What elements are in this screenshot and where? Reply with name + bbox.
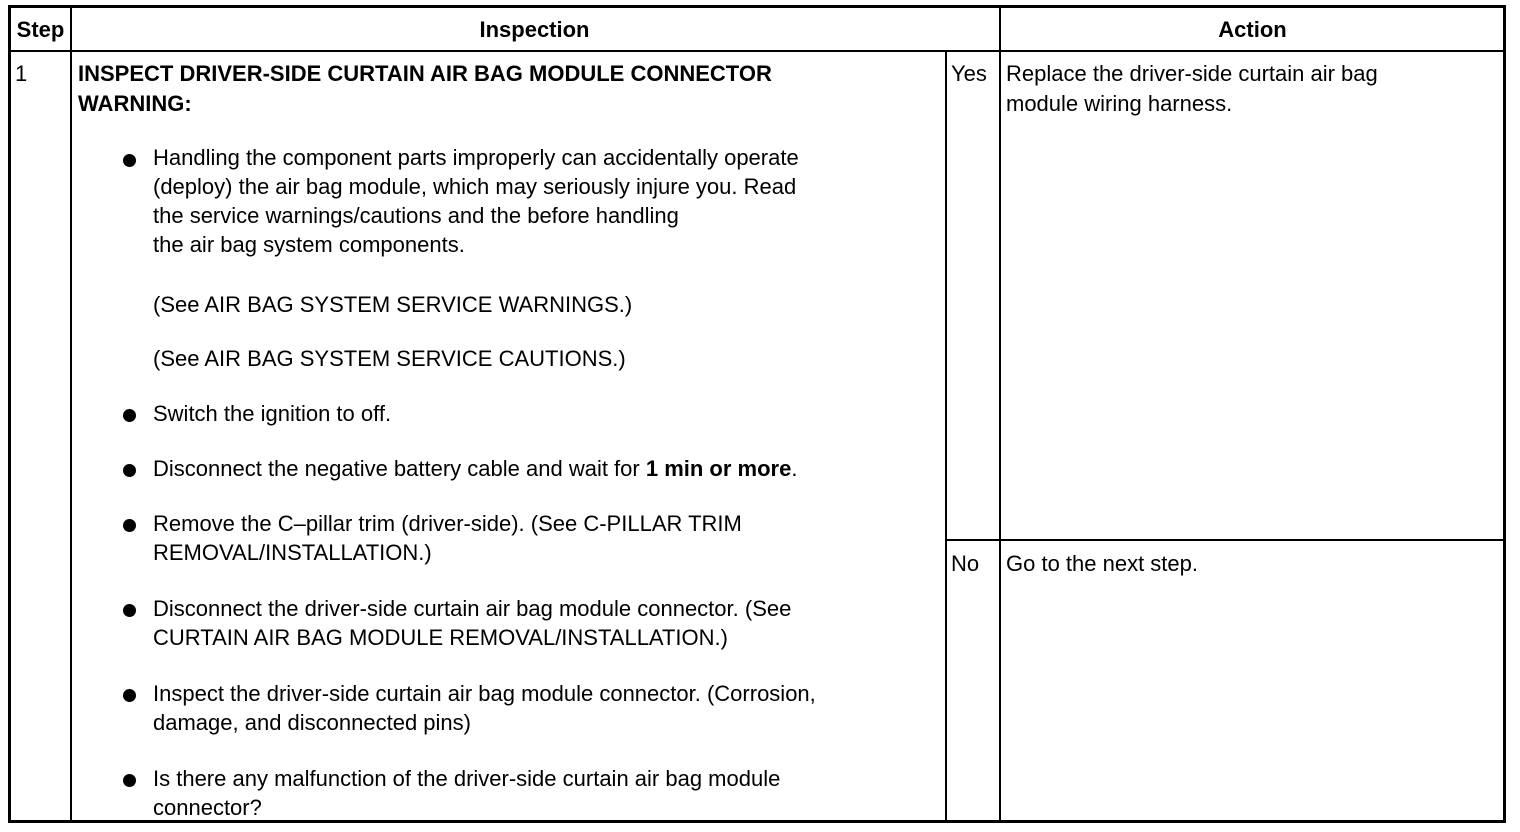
battery-step: Disconnect the negative battery cable an… — [153, 454, 797, 483]
bullet-icon — [123, 154, 136, 167]
disconnect-connector-step: Disconnect the driver-side curtain air b… — [153, 594, 791, 652]
see-cautions-link[interactable]: (See AIR BAG SYSTEM SERVICE CAUTIONS.) — [153, 346, 626, 371]
header-divider — [11, 50, 1506, 52]
warning-label: WARNING: — [78, 91, 192, 116]
see-warnings-link[interactable]: (See AIR BAG SYSTEM SERVICE WARNINGS.) — [153, 292, 633, 317]
period: . — [791, 456, 798, 481]
yes-action-line1: Replace the driver-side curtain air bag — [1006, 61, 1378, 86]
line: REMOVAL/INSTALLATION.) — [153, 540, 432, 565]
line: Handling the component parts improperly … — [153, 145, 799, 170]
bullet-icon — [123, 409, 136, 422]
yes-no-divider — [945, 539, 1506, 541]
wait-duration: 1 min or more — [645, 456, 792, 481]
bullet-icon — [123, 689, 136, 702]
line: Inspect the driver-side curtain air bag … — [153, 681, 816, 706]
no-action: Go to the next step. — [1006, 551, 1199, 576]
line: Remove the C–pillar trim (driver-side). … — [153, 511, 742, 536]
line: connector? — [153, 795, 262, 820]
divider-inspection — [945, 52, 947, 823]
bullet-icon — [123, 519, 136, 532]
divider-step — [70, 8, 72, 823]
malfunction-question: Is there any malfunction of the driver-s… — [153, 764, 780, 822]
warning-text: Handling the component parts improperly … — [153, 143, 799, 259]
bullet-icon — [123, 604, 136, 617]
header-inspection: Inspection — [479, 17, 590, 42]
diagnostic-table: Step Inspection Action 1 INSPECT DRIVER-… — [8, 5, 1506, 823]
c-pillar-step: Remove the C–pillar trim (driver-side). … — [153, 509, 742, 567]
header-step: Step — [16, 17, 65, 42]
line: (deploy) the air bag module, which may s… — [153, 174, 797, 199]
line: CURTAIN AIR BAG MODULE REMOVAL/INSTALLAT… — [153, 625, 728, 650]
inspect-connector-step: Inspect the driver-side curtain air bag … — [153, 679, 816, 737]
ignition-step: Switch the ignition to off. — [153, 401, 392, 426]
line: the service warnings/cautions and the be… — [153, 203, 679, 228]
header-action: Action — [1218, 17, 1287, 42]
battery-text: Disconnect the negative battery cable an… — [153, 456, 646, 481]
no-label: No — [951, 551, 980, 576]
divider-yesno — [999, 8, 1001, 823]
line: the air bag system components. — [153, 232, 465, 257]
step-number: 1 — [15, 61, 28, 86]
inspection-title: INSPECT DRIVER-SIDE CURTAIN AIR BAG MODU… — [78, 61, 772, 86]
line: damage, and disconnected pins) — [153, 710, 471, 735]
line: Is there any malfunction of the driver-s… — [153, 766, 781, 791]
yes-label: Yes — [951, 61, 987, 86]
bullet-icon — [123, 464, 136, 477]
yes-action-line2: module wiring harness. — [1006, 91, 1233, 116]
bullet-icon — [123, 774, 136, 787]
line: Disconnect the driver-side curtain air b… — [153, 596, 792, 621]
